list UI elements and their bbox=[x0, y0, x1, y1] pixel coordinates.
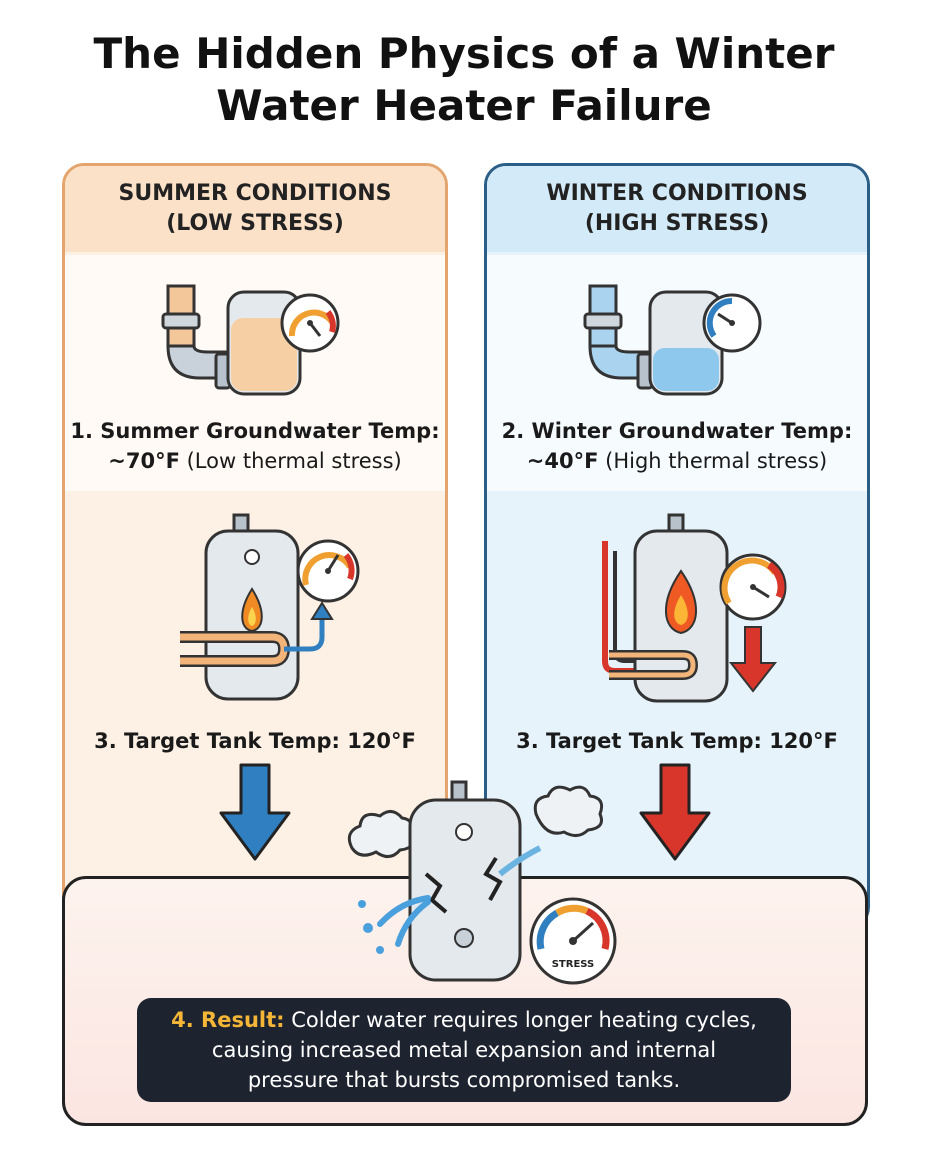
winter-step-2-value: ~40°F bbox=[526, 449, 599, 473]
down-arrow-icon bbox=[219, 763, 291, 861]
title-line-2: Water Heater Failure bbox=[216, 81, 712, 130]
summer-heading-line-1: SUMMER CONDITIONS bbox=[118, 181, 392, 206]
stress-gauge-icon: STRESS bbox=[529, 897, 617, 985]
burst-tank-icon bbox=[347, 780, 604, 982]
pipe-tank-warm-icon bbox=[161, 284, 340, 396]
winter-heading-line-1: WINTER CONDITIONS bbox=[546, 181, 808, 206]
pipe-tank-cold-icon bbox=[583, 284, 762, 396]
water-spray-icon bbox=[377, 895, 431, 947]
winter-step-2-label: 2. Winter Groundwater Temp: bbox=[501, 419, 853, 443]
winter-panel: WINTER CONDITIONS (HIGH STRESS) 2. Winte… bbox=[484, 163, 870, 929]
summer-heading-line-2: (LOW STRESS) bbox=[166, 211, 344, 236]
stress-gauge-label: STRESS bbox=[552, 959, 595, 970]
summer-step-1-label: 1. Summer Groundwater Temp: bbox=[70, 419, 440, 443]
summer-step-1: 1. Summer Groundwater Temp: ~70°F (Low t… bbox=[65, 416, 445, 476]
title-line-1: The Hidden Physics of a Winter bbox=[93, 29, 835, 78]
winter-heading-line-2: (HIGH STRESS) bbox=[584, 211, 770, 236]
summer-panel: SUMMER CONDITIONS (LOW STRESS) 1. Summer… bbox=[62, 163, 448, 929]
winter-step-3: 3. Target Tank Temp: 120°F bbox=[487, 726, 867, 756]
summer-step-3-label: 3. Target Tank Temp: 120°F bbox=[94, 729, 416, 753]
summer-step-1-value: ~70°F bbox=[108, 449, 180, 473]
steam-icon bbox=[533, 785, 604, 837]
result-caption: 4. Result: Colder water requires longer … bbox=[137, 998, 791, 1102]
steam-icon bbox=[347, 810, 414, 858]
result-line-2: causing increased metal expansion and in… bbox=[211, 1038, 717, 1062]
result-line-3: pressure that bursts compromised tanks. bbox=[247, 1068, 681, 1092]
winter-step-3-label: 3. Target Tank Temp: 120°F bbox=[516, 729, 838, 753]
winter-step-2: 2. Winter Groundwater Temp: ~40°F (High … bbox=[487, 416, 867, 476]
winter-step-2-note: (High thermal stress) bbox=[605, 449, 828, 473]
summer-step-3: 3. Target Tank Temp: 120°F bbox=[65, 726, 445, 756]
water-heater-warm-icon bbox=[180, 513, 360, 701]
page-title: The Hidden Physics of a Winter Water Hea… bbox=[0, 28, 928, 132]
down-arrow-icon bbox=[639, 763, 711, 861]
summer-heading: SUMMER CONDITIONS (LOW STRESS) bbox=[65, 166, 445, 252]
result-lead: 4. Result: bbox=[171, 1008, 285, 1032]
summer-step-1-note: (Low thermal stress) bbox=[186, 449, 402, 473]
winter-heading: WINTER CONDITIONS (HIGH STRESS) bbox=[487, 166, 867, 252]
water-heater-hot-icon bbox=[602, 513, 787, 703]
result-line-1: Colder water requires longer heating cyc… bbox=[291, 1008, 757, 1032]
